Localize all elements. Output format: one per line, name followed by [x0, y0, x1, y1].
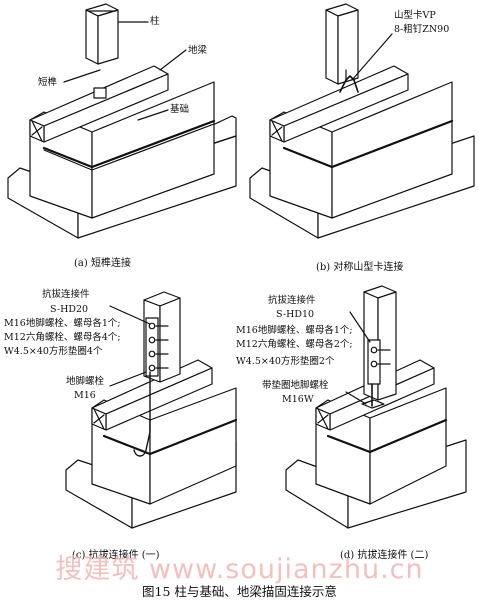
- panel-d-leader-anchor: [345, 391, 367, 405]
- panel-a-column: [85, 3, 119, 65]
- panel-b-caption: (b) 对称山型卡连接: [316, 262, 404, 273]
- panel-d-label-spec-3: W4.5×40方形垫圈2个: [236, 356, 335, 367]
- panel-c-label-spec-1: M16地脚螺栓、螺母各1个;: [4, 318, 121, 329]
- figure-title: 图15 柱与基础、地梁描固连接示意: [142, 584, 337, 599]
- panel-d-label-connector: 抗拔连接件: [268, 295, 316, 306]
- panel-c-label-connector: 抗拔连接件: [42, 289, 90, 300]
- panel-c-anchor-bolt: [133, 371, 151, 457]
- panel-c-leader-anchor: [109, 371, 147, 387]
- panel-a-short-tenon: [93, 87, 107, 99]
- panel-c-leader-holdown: [109, 305, 151, 325]
- panel-c-label-anchor: 地脚螺栓: [66, 376, 105, 387]
- watermark: 搜建筑 www.soujianzhu.cn: [55, 554, 424, 585]
- panel-a-label-column: 柱: [150, 16, 160, 27]
- panel-d-label-model: S-HD10: [276, 309, 315, 320]
- panel-d-label-anchor: 带垫圈地脚螺栓: [262, 380, 329, 391]
- panel-d-label-anchor-size: M16W: [282, 394, 314, 405]
- panel-c-label-spec-2: M12六角螺栓、螺母各4个;: [4, 332, 121, 343]
- panel-a-foundation-wall: [29, 81, 216, 219]
- panel-d-leader-holdown: [349, 311, 371, 343]
- panel-c-foundation-wall: [91, 387, 238, 505]
- panel-d-label-spec-1: M16地脚螺栓、螺母各1个;: [236, 325, 353, 336]
- panel-a-leader-beam: [159, 49, 187, 71]
- panel-a-leader-tenon: [63, 69, 101, 83]
- panel-c-label-model: S-HD20: [50, 304, 89, 315]
- panel-d-caption: (d) 抗拔连接件 (二): [340, 550, 429, 561]
- panel-c-drawing: [65, 291, 238, 529]
- panel-b-label-nails: 8-粗钉ZN90: [394, 24, 450, 35]
- panel-d-drawing: [285, 285, 467, 529]
- panel-b-leader-clip: [351, 33, 393, 81]
- panel-c-label-anchor-size: M16: [74, 390, 96, 401]
- panel-c-holdown: [145, 317, 169, 377]
- panel-a-label-foundation: 基础: [170, 104, 190, 115]
- panel-b-drawing: [249, 3, 475, 239]
- panel-c-ground-beam: [91, 359, 213, 431]
- panel-a-label-tenon: 短榫: [38, 77, 58, 88]
- panel-a-label-beam: 地梁: [188, 45, 208, 56]
- panel-c-label-spec-3: W4.5×40方形垫圈4个: [4, 346, 103, 357]
- panel-b-clip: [339, 69, 359, 93]
- panel-a-caption: (a) 短榫连接: [74, 258, 131, 269]
- panel-d-washer-bolt: [361, 383, 385, 409]
- panel-d-label-spec-2: M12六角螺栓、螺母各2个;: [236, 339, 353, 350]
- panel-a-leader-foundation: [137, 109, 169, 121]
- panel-c-caption: (c) 抗拔连接件 (一): [72, 550, 160, 561]
- panel-b-ground-beam: [269, 65, 409, 143]
- panel-b-column: [325, 3, 359, 85]
- panel-a-drawing: [7, 3, 237, 239]
- panel-b-label-clip: 山型卡VP: [394, 10, 436, 21]
- panel-d-holdown: [367, 339, 391, 385]
